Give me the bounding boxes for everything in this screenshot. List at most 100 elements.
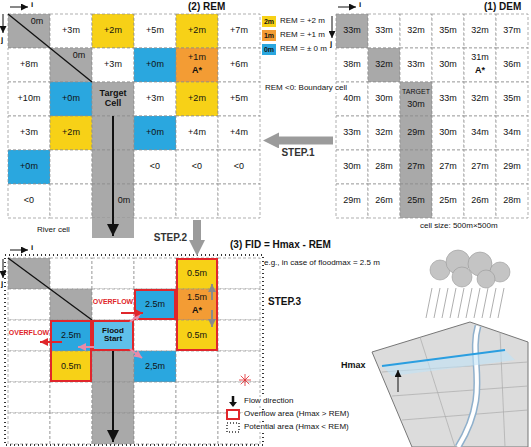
drawing-part (426, 288, 504, 318)
grid-cell (50, 382, 92, 413)
cell-value: A* (192, 306, 202, 316)
grid-cells (336, 14, 528, 218)
grid-cell (218, 14, 260, 48)
drawing-part (402, 410, 528, 420)
note: REM <0: Boundary cell (264, 84, 348, 93)
river-label: River cell (36, 226, 71, 235)
step-arrow (279, 136, 333, 144)
grid-cell (50, 14, 92, 48)
step-label: STEP.2 (153, 232, 188, 243)
grid-cell (50, 413, 92, 444)
grid-cells (8, 258, 260, 444)
grid-cell (336, 48, 368, 82)
grid-cell (176, 382, 218, 413)
axis-label: i (31, 244, 33, 253)
grid-cell (8, 48, 50, 82)
drawing-part (458, 288, 464, 318)
cell-value: A* (475, 66, 485, 76)
height-label: Hmax (341, 361, 366, 371)
grid-cell (400, 82, 432, 116)
grid-cell (400, 48, 432, 82)
drawing-part (372, 322, 528, 447)
grid-cell (218, 320, 260, 351)
grid-cell (8, 320, 50, 351)
cell-value: A* (192, 66, 202, 76)
flow-arrow (121, 312, 143, 314)
grid-cell (134, 413, 176, 444)
grid-cell (8, 116, 50, 150)
grid-cell (464, 150, 496, 184)
cell-value: 31m (471, 53, 489, 63)
axis-arrow (10, 250, 28, 251)
cell-value: 29m (407, 128, 425, 138)
drawing-part (458, 326, 478, 447)
cell-value: +2m (104, 26, 122, 36)
grid-cells (8, 14, 260, 218)
cell-value: 33m (375, 26, 393, 36)
cell-value: 32m (471, 94, 489, 104)
drawing-part (241, 376, 245, 380)
drawing-part (452, 267, 472, 287)
legend-symbol (226, 409, 240, 420)
cell-value: +1m (188, 53, 206, 63)
legend-symbol (226, 396, 240, 407)
grid-cell (176, 82, 218, 116)
grid-cell (134, 14, 176, 48)
drawing-part (227, 410, 239, 419)
legend-symbol-shape (226, 409, 240, 420)
grid-cell (8, 351, 50, 382)
cell-value: 30m (439, 60, 457, 70)
grid-cell (368, 48, 400, 82)
flow-arrow (78, 346, 94, 348)
legend-item: Overflow area (Hmax > REM) (226, 409, 350, 420)
cell-value: <0 (192, 162, 202, 172)
cell-value: +3m (146, 94, 164, 104)
cell-value: 30m (407, 100, 425, 110)
cell-value: 30m (343, 162, 361, 172)
grid-cell (432, 184, 464, 218)
drawing-part (477, 270, 495, 288)
swatch-text: 0m (264, 46, 274, 54)
cell-value: +4m (188, 128, 206, 138)
cell-value: +2m (62, 128, 80, 138)
drawing-part (382, 350, 505, 366)
overflow-outline (51, 321, 91, 381)
cell-value: 0.5m (187, 269, 207, 279)
swatch-text: 2m (264, 18, 274, 26)
cell-value: <0 (24, 196, 34, 206)
cell-value: TARGET (402, 88, 430, 96)
axis-label: i (31, 1, 33, 10)
drawing-part (398, 370, 399, 392)
grid-cell (8, 82, 50, 116)
cell-value: 27m (439, 162, 457, 172)
grid-cell (92, 48, 134, 82)
cell-value: 32m (407, 26, 425, 36)
grid-cell (496, 116, 528, 150)
cell-value: 1.5m (187, 293, 207, 303)
grid-panel: (2) REM (8, 14, 260, 218)
drawing-part (490, 288, 496, 318)
grid-cell (92, 289, 134, 320)
cell-value: 32m (471, 26, 489, 36)
cell-value: +10m (18, 94, 41, 104)
cell-value: +8m (20, 60, 38, 70)
grid-cell (368, 14, 400, 48)
terrain-illustration (372, 250, 528, 447)
drawing-part (3, 7, 356, 445)
drawing-part (458, 326, 478, 447)
grid-cell (432, 14, 464, 48)
step-label: STEP.3 (268, 296, 301, 307)
drawing-part (245, 376, 249, 380)
cell-value: 26m (471, 196, 489, 206)
cell-value: +2m (188, 26, 206, 36)
grid-cell (176, 351, 218, 382)
grid-panel: (1) DEM (336, 14, 528, 218)
grid-cell (176, 413, 218, 444)
cell-value: 28m (375, 162, 393, 172)
grid-cell (432, 48, 464, 82)
direction-icon (239, 374, 251, 386)
grid-cell (400, 14, 432, 48)
cell-value: 37m (503, 26, 521, 36)
grid-cell (368, 150, 400, 184)
cell-value: +2m (188, 94, 206, 104)
